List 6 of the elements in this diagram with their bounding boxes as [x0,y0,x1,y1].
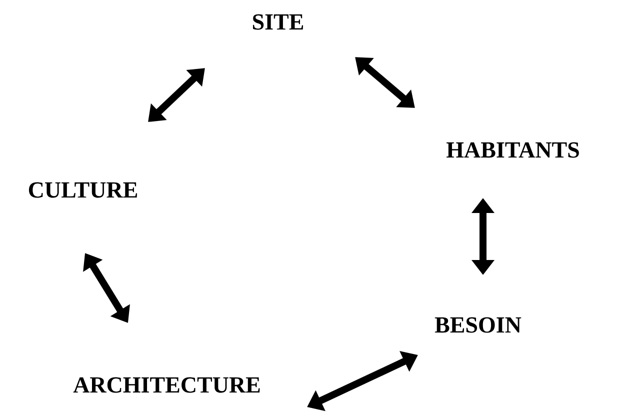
double-arrow [148,68,205,122]
node-label: ARCHITECTURE [73,377,260,393]
node-label: BESOIN [434,317,522,333]
node-label: SITE [253,14,304,30]
node-label: HABITANTS [446,142,579,158]
node-label: CULTURE [28,182,137,198]
